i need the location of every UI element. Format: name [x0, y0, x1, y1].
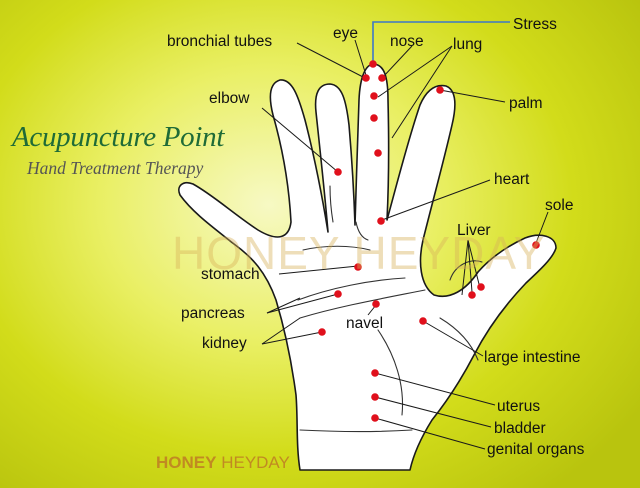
point-large-intestine	[419, 317, 427, 325]
hand-outline	[178, 63, 557, 471]
leader-bladder	[374, 396, 492, 428]
point-finger-middle	[370, 114, 378, 122]
label-navel: navel	[346, 315, 384, 332]
point-pancreas	[334, 290, 342, 298]
label-sole: sole	[545, 197, 574, 214]
leader-lines	[261, 39, 549, 450]
leader-large-intestine	[422, 320, 484, 357]
leader-heart	[381, 179, 491, 221]
point-bladder	[371, 414, 379, 422]
leader-bronchial	[296, 42, 366, 79]
label-eye: eye	[333, 25, 358, 42]
leader-lung	[377, 45, 453, 98]
label-nose: nose	[390, 33, 424, 50]
point-eye	[362, 74, 370, 82]
point-lung-lower	[374, 149, 382, 157]
leader-eye	[354, 39, 367, 76]
label-stomach: stomach	[201, 266, 260, 283]
label-large-intestine: large intestine	[484, 349, 581, 366]
label-stress: Stress	[513, 16, 557, 33]
point-liver-2	[477, 283, 485, 291]
leader-stomach	[278, 265, 359, 275]
leader-elbow	[261, 107, 339, 173]
watermark: HONEY HEYDAY	[172, 227, 546, 279]
leader-pancreas2	[266, 297, 301, 314]
leader-lung2	[391, 45, 453, 139]
point-uterus-upper	[371, 369, 379, 377]
point-kidney	[318, 328, 326, 336]
label-lung: lung	[453, 36, 483, 53]
point-stress	[369, 60, 377, 68]
point-palm	[436, 86, 444, 94]
label-elbow: elbow	[209, 90, 250, 107]
stress-connector	[372, 21, 510, 62]
label-pancreas: pancreas	[181, 305, 245, 322]
label-liver: Liver	[457, 222, 491, 239]
brand-first: HONEY	[156, 453, 217, 472]
label-kidney: kidney	[202, 335, 247, 352]
leader-nose	[382, 45, 413, 78]
point-navel	[372, 300, 380, 308]
point-uterus	[371, 393, 379, 401]
leader-genital	[374, 417, 486, 450]
point-nose	[378, 74, 386, 82]
page-title: Acupuncture Point	[12, 121, 225, 153]
leader-palm	[439, 89, 506, 103]
label-heart: heart	[494, 171, 530, 188]
leader-liver1	[461, 239, 469, 296]
point-elbow	[334, 168, 342, 176]
leader-liver2	[467, 239, 473, 293]
point-stomach	[354, 263, 362, 271]
leader-pancreas1	[266, 293, 339, 314]
label-genital-organs: genital organs	[487, 441, 585, 458]
leader-kidney1	[261, 331, 323, 345]
point-lung-upper	[370, 92, 378, 100]
label-uterus: uterus	[497, 398, 541, 415]
hand-creases	[297, 185, 483, 433]
point-liver-1	[468, 291, 476, 299]
label-palm: palm	[509, 95, 543, 112]
acupuncture-points	[318, 60, 540, 422]
leader-liver3	[467, 239, 481, 289]
brand-logo: HONEY HEYDAY	[156, 453, 290, 473]
page-subtitle: Hand Treatment Therapy	[27, 158, 204, 178]
leader-uterus	[374, 372, 496, 406]
brand-second: HEYDAY	[221, 453, 290, 472]
point-sole	[532, 241, 540, 249]
leader-sole	[535, 211, 549, 244]
point-heart	[377, 217, 385, 225]
leader-kidney2	[261, 317, 301, 345]
label-bladder: bladder	[494, 420, 546, 437]
label-bronchial-tubes: bronchial tubes	[167, 33, 273, 50]
